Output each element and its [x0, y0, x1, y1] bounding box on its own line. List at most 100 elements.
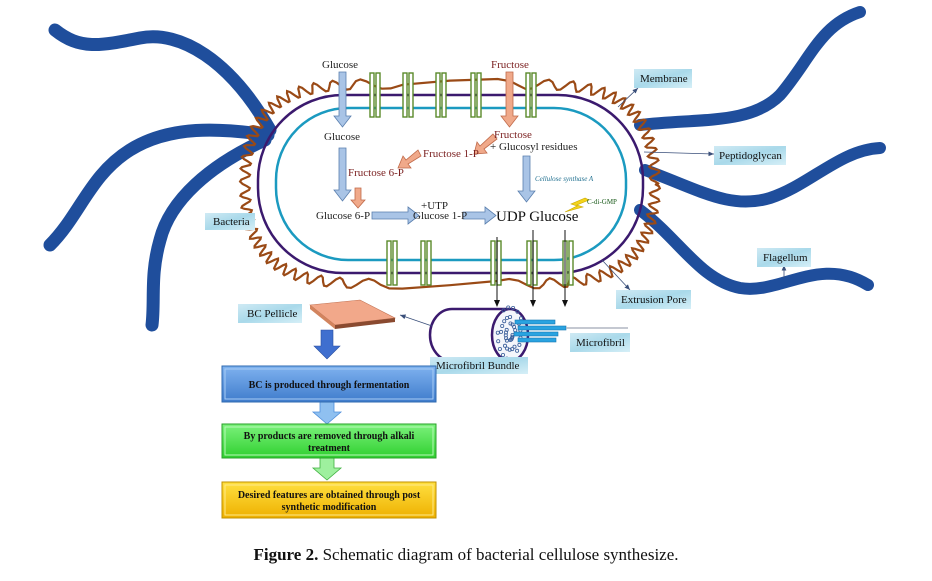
fibril-cross-section — [515, 309, 520, 314]
label-glucose: Glucose — [324, 131, 360, 143]
arrow-f1p-to-f6p — [397, 149, 422, 169]
tag-microfibril-text: Microfibril — [576, 337, 625, 349]
fibril-cross-section — [508, 321, 513, 326]
arrow-f6p-to-g6p — [350, 187, 366, 209]
extrusion-pore-top — [525, 72, 537, 118]
extrusion-pore-bottom — [490, 240, 502, 286]
label-fructose: Fructose — [494, 129, 532, 141]
fibril-cross-section — [511, 305, 516, 310]
arrow-fructose-to-f1p — [473, 133, 498, 155]
arrow-residues-to-udp — [517, 155, 536, 203]
extrusion-pore-bottom — [386, 240, 398, 286]
figure-caption-label: Figure 2. — [253, 545, 319, 564]
tag-peptidoglycan: Peptidoglycan — [714, 146, 786, 165]
label-glucosyl-residues: + Glucosyl residues — [490, 141, 577, 153]
arrow-step1-to-step2 — [311, 401, 343, 425]
tag-membrane: Membrane — [634, 69, 692, 88]
flagellum-bottom-right — [634, 204, 874, 295]
fibril-cross-section — [500, 352, 505, 357]
fibril-cross-section — [500, 323, 505, 328]
flagellum-top-right — [634, 6, 866, 131]
tag-bacteria: Bacteria — [205, 213, 255, 230]
fibril-cross-section — [515, 348, 520, 353]
bc-pellicle-slab — [309, 299, 397, 329]
tag-microfibril-bundle-text: Microfibril Bundle — [436, 360, 520, 372]
figure-caption-text: Schematic diagram of bacterial cellulose… — [318, 545, 679, 564]
tag-bc-pellicle-text: BC Pellicle — [247, 308, 298, 320]
lightning-bolt-icon — [564, 197, 590, 213]
outer-membrane — [256, 93, 645, 275]
arrow-glucose-in — [333, 71, 352, 128]
extrusion-pore-top — [402, 72, 414, 118]
fibril-cross-section — [508, 314, 513, 319]
flagella — [43, 6, 886, 332]
fibril-cross-section — [496, 339, 501, 344]
flagellum-mid-right — [639, 142, 886, 208]
tag-flagellum-text: Flagellum — [763, 252, 808, 264]
arrow-glucose-to-g6p — [333, 147, 352, 202]
flow-step-modification: Desired features are obtained through po… — [221, 481, 437, 519]
label-c-di-gmp: C-di-GMP — [587, 198, 617, 206]
arrow-g6p-to-g1p — [371, 206, 420, 225]
arrow-g1p-to-udp — [462, 206, 497, 225]
label-utp: +UTP — [421, 200, 448, 212]
extrusion-pore-top — [470, 72, 482, 118]
label-fructose-6p: Fructose 6-P — [348, 167, 404, 179]
flow-step-modification-text-2: synthetic modification — [282, 502, 377, 513]
peptidoglycan-wave — [238, 77, 662, 290]
flagellum-top-left — [48, 23, 277, 137]
fibril-cross-section — [504, 327, 509, 332]
fibril-cross-section — [506, 305, 511, 310]
fibril-cross-section — [508, 337, 513, 342]
flow-step-alkali: By products are removed through alkali t… — [221, 423, 437, 459]
fibril-cross-section — [501, 308, 506, 313]
label-pointers — [399, 87, 787, 327]
arrow-pellicle-to-step1 — [313, 329, 341, 360]
label-fructose-1p: Fructose 1-P — [423, 148, 479, 160]
fructose-pathway-arrows — [350, 71, 519, 209]
fibril-cross-section — [503, 330, 508, 335]
flagellum-mid-left — [43, 123, 275, 252]
label-fructose-in: Fructose — [491, 59, 529, 71]
fibril-cross-section — [505, 346, 510, 351]
flow-step-fermentation: BC is produced through fermentation — [221, 365, 437, 403]
flagellum-bottom-left — [145, 133, 272, 332]
extrusion-pore-bottom — [420, 240, 432, 286]
extrusion-lines — [494, 230, 568, 307]
label-glucose-6p: Glucose 6-P — [316, 210, 370, 222]
label-cellulose-synthase: Cellulose synthase A — [535, 175, 594, 183]
fibril-cross-section — [510, 347, 515, 352]
fibril-cross-section — [502, 343, 507, 348]
fibril-cross-section — [512, 344, 517, 349]
label-glucose-in: Glucose — [322, 59, 358, 71]
tag-extrusion-pore-text: Extrusion Pore — [621, 294, 687, 306]
tag-bacteria-text: Bacteria — [213, 216, 250, 228]
arrow-fructose-in — [500, 71, 519, 128]
extrusion-pore-bottom — [526, 240, 538, 286]
tag-bc-pellicle: BC Pellicle — [238, 304, 302, 323]
fibril-cross-section — [497, 346, 502, 351]
tag-extrusion-pore: Extrusion Pore — [616, 290, 691, 309]
fibril-cross-section — [495, 330, 500, 335]
fibril-cross-section — [517, 342, 522, 347]
flow-step-alkali-text-2: treatment — [308, 443, 351, 454]
extrusion-pore-top — [435, 72, 447, 118]
glucose-pathway-arrows — [333, 71, 536, 225]
flow-step-modification-text-1: Desired features are obtained through po… — [238, 490, 421, 501]
arrow-step2-to-step3 — [311, 457, 343, 481]
tag-membrane-text: Membrane — [640, 73, 688, 85]
tag-flagellum: Flagellum — [757, 248, 811, 267]
tag-microfibril: Microfibril — [570, 333, 630, 352]
fibril-cross-section — [512, 324, 517, 329]
tag-microfibril-bundle: Microfibril Bundle — [430, 357, 528, 374]
fibril-cross-section — [502, 319, 507, 324]
tag-peptidoglycan-text: Peptidoglycan — [719, 150, 782, 162]
flow-step-fermentation-text: BC is produced through fermentation — [249, 380, 410, 391]
peptidoglycan-layer — [238, 77, 662, 290]
inner-membrane — [274, 106, 628, 262]
figure-caption: Figure 2. Schematic diagram of bacterial… — [0, 545, 932, 565]
extrusion-pore-top — [369, 72, 381, 118]
flow-step-alkali-text-1: By products are removed through alkali — [244, 431, 415, 442]
label-glucose-1p: Glucose 1-P — [413, 210, 467, 222]
